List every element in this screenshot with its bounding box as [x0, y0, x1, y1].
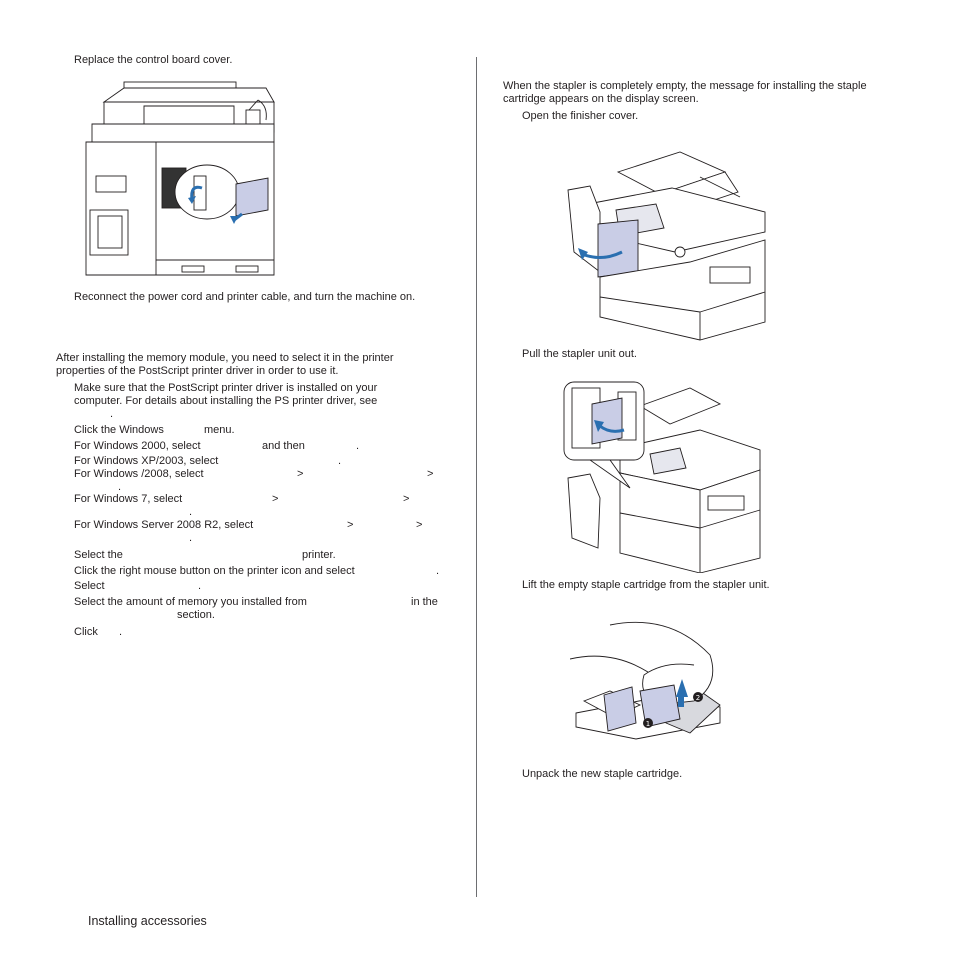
step-lift-cartridge: Lift the empty staple cartridge from the… [522, 579, 770, 591]
step4-winxp: For Windows XP/2003, select [74, 455, 219, 467]
step10-select-b: . [198, 580, 202, 592]
column-divider [476, 57, 477, 897]
step12-click-b: . [119, 626, 123, 638]
step7-win2008r2: For Windows Server 2008 R2, select [74, 519, 254, 531]
step6-sep1: > [272, 493, 279, 505]
step6-end: . [189, 506, 193, 518]
step-replace-cover: Replace the control board cover. [74, 54, 233, 66]
step8-select-printer-b: printer. [302, 549, 336, 561]
memory-intro-line2: properties of the PostScript printer dri… [56, 365, 339, 377]
step12-click: Click [74, 626, 98, 638]
footer-section-title: Installing accessories [88, 914, 207, 928]
step11-amount: Select the amount of memory you installe… [74, 596, 307, 608]
step11-amount-b: in the [411, 596, 438, 608]
step5-sep2: > [427, 468, 434, 480]
step11-section: section. [177, 609, 215, 621]
step6-sep2: > [403, 493, 410, 505]
step5-sep1: > [297, 468, 304, 480]
step-pull-stapler: Pull the stapler unit out. [522, 348, 637, 360]
stapler-intro-line1: When the stapler is completely empty, th… [503, 80, 867, 92]
step10-select: Select [74, 580, 105, 592]
step3-win2000-c: . [356, 440, 360, 452]
step-reconnect: Reconnect the power cord and printer cab… [74, 291, 416, 303]
step5-winvista: For Windows /2008, select [74, 468, 204, 480]
step7-end: . [189, 532, 193, 544]
callout-1: 1 [646, 720, 650, 728]
step8-select-printer: Select the [74, 549, 123, 561]
figure-pull-stapler [563, 381, 761, 573]
step9-right-click-b: . [436, 565, 440, 577]
step9-right-click: Click the right mouse button on the prin… [74, 565, 355, 577]
figure-control-board-cover [85, 81, 275, 276]
step4-winxp-b: . [338, 455, 342, 467]
step-unpack-cartridge: Unpack the new staple cartridge. [522, 768, 683, 780]
step7-sep2: > [416, 519, 423, 531]
figure-open-finisher-cover [567, 151, 766, 341]
memory-intro-line1: After installing the memory module, you … [56, 352, 394, 364]
figure-lift-cartridge: 1 2 [570, 621, 721, 740]
step6-win7: For Windows 7, select [74, 493, 183, 505]
step-open-finisher: Open the finisher cover. [522, 110, 639, 122]
step5-end: . [118, 481, 122, 493]
step3-win2000: For Windows 2000, select [74, 440, 201, 452]
step2-text-b: menu. [204, 424, 235, 436]
callout-2: 2 [696, 694, 700, 702]
step1-line1: Make sure that the PostScript printer dr… [74, 382, 378, 394]
step3-win2000-b: and then [262, 440, 305, 452]
step1-line3: . [110, 408, 114, 420]
step2-text: Click the Windows [74, 424, 164, 436]
stapler-intro-line2: cartridge appears on the display screen. [503, 93, 699, 105]
step1-line2: computer. For details about installing t… [74, 395, 378, 407]
step7-sep1: > [347, 519, 354, 531]
